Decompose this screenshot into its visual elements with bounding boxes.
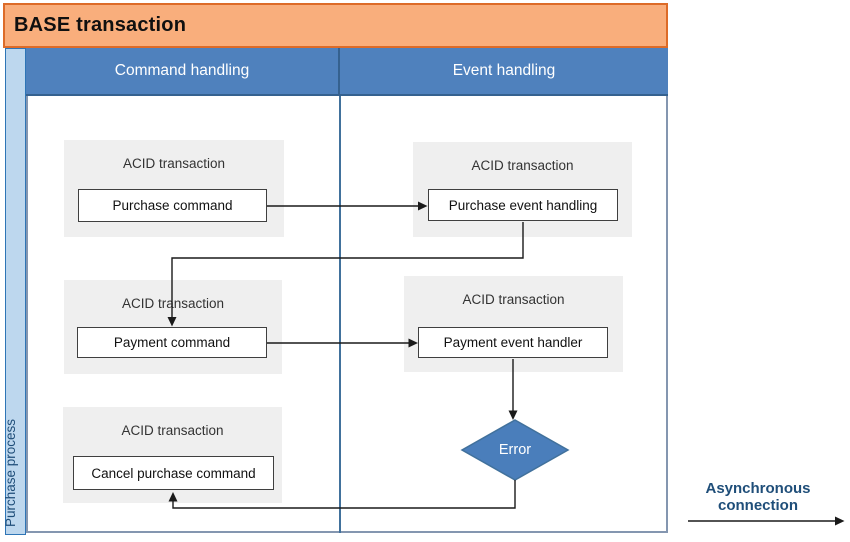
error-decision-label: Error [498, 442, 532, 458]
acid-label-purchase-event-handling: ACID transaction [471, 158, 574, 173]
task-payment-event-handler: Payment event handler [418, 327, 608, 358]
purchase-process-label: Purchase process [3, 418, 18, 527]
acid-label-purchase-command: ACID transaction [122, 156, 226, 171]
acid-box-purchase-event-handling: ACID transaction Purchase event handling [413, 142, 632, 237]
acid-label-payment-command: ACID transaction [121, 296, 225, 311]
asynchronous-connection-legend: Asynchronous connection [680, 480, 836, 514]
task-cancel-purchase-command: Cancel purchase command [73, 456, 274, 490]
purchase-process-lane [5, 48, 26, 535]
column-header-command-handling: Command handling [26, 48, 340, 94]
task-purchase-command: Purchase command [78, 189, 267, 222]
task-purchase-event-handling: Purchase event handling [428, 189, 618, 221]
acid-box-payment-event-handler: ACID transaction Payment event handler [404, 276, 623, 372]
task-payment-command: Payment command [77, 327, 267, 358]
acid-label-payment-event-handler: ACID transaction [462, 292, 565, 307]
column-divider-line [339, 96, 341, 533]
legend-line-2: connection [717, 497, 798, 514]
diagram-title: BASE transaction [14, 14, 187, 36]
legend-line-1: Asynchronous [705, 480, 811, 497]
acid-box-payment-command: ACID transaction Payment command [64, 280, 282, 374]
acid-label-cancel-purchase-command: ACID transaction [121, 423, 224, 438]
column-header-event-handling: Event handling [452, 62, 556, 79]
acid-box-cancel-purchase-command: ACID transaction Cancel purchase command [63, 407, 282, 503]
base-transaction-title-bar: BASE transaction [3, 3, 668, 48]
acid-box-purchase-command: ACID transaction Purchase command [64, 140, 284, 237]
column-header-row: Command handling Event handling [26, 48, 668, 96]
